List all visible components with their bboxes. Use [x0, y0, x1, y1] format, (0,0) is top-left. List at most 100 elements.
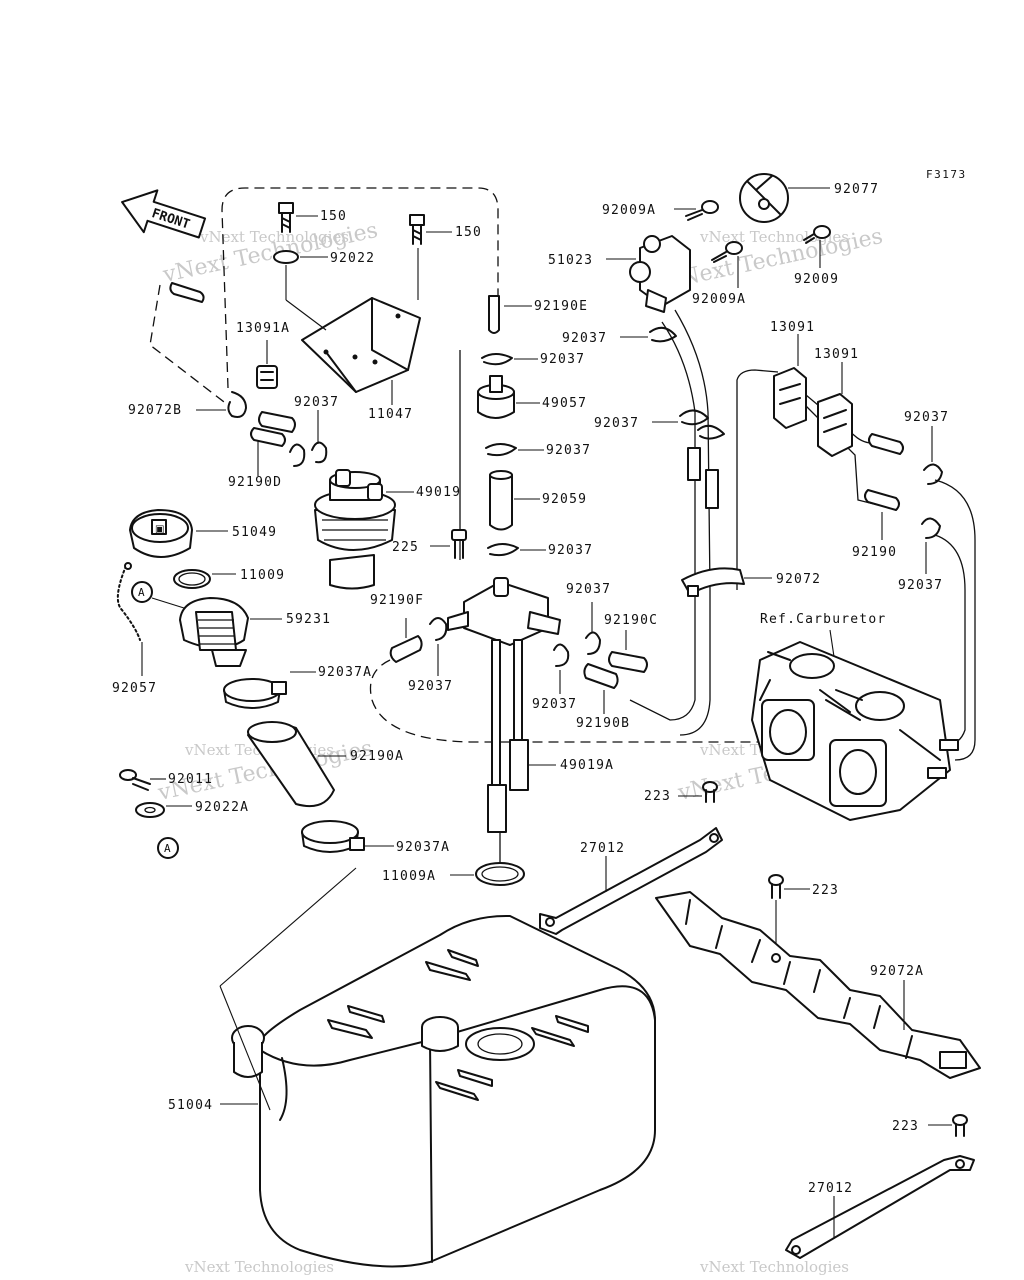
marker-a-label: A — [164, 842, 172, 855]
strap-92072 — [681, 567, 745, 597]
washer-92022A — [135, 802, 165, 818]
label-13091: 13091 — [814, 347, 859, 362]
label-92037A: 92037A — [318, 665, 372, 680]
bolt-150-right: 150 — [409, 214, 481, 245]
watermark: vNext Technologies — [184, 1258, 334, 1276]
hose-92190C — [608, 651, 648, 673]
bolt-92009 — [803, 225, 831, 244]
strap-92072A — [655, 891, 981, 1079]
svg-text:▣: ▣ — [155, 524, 164, 535]
clip-92037 — [311, 441, 328, 464]
label-92059: 92059 — [542, 492, 587, 507]
clip-92037 — [289, 443, 306, 467]
washer-92022 — [273, 250, 299, 264]
label-92072A: 92072A — [870, 964, 924, 979]
screw-223 — [952, 1114, 968, 1137]
label-92009: 92009 — [794, 272, 839, 287]
bracket-27012 — [785, 1155, 975, 1259]
label-92037: 92037 — [294, 395, 339, 410]
label-225: 225 — [392, 540, 419, 555]
label-92077: 92077 — [834, 182, 879, 197]
label-92022: 92022 — [330, 251, 375, 266]
hose-92190B — [583, 663, 619, 689]
label-223: 223 — [644, 789, 671, 804]
marker-a-label: A — [138, 586, 146, 599]
label-92190B: 92190B — [576, 716, 630, 731]
label-92190D: 92190D — [228, 475, 282, 490]
hose-piece — [705, 469, 719, 509]
label-49019: 49019 — [416, 485, 461, 500]
marker-a — [131, 581, 153, 603]
hose-piece — [868, 433, 904, 455]
valve-49057 — [477, 375, 515, 419]
hose-92190E — [488, 295, 500, 334]
label-150: 150 — [320, 209, 347, 224]
label-92190A: 92190A — [350, 749, 404, 764]
clamp-92037A — [301, 820, 365, 853]
clip-92037 — [485, 443, 517, 457]
label-27012: 27012 — [580, 841, 625, 856]
clip-92037 — [481, 353, 513, 366]
filler-neck-59231 — [179, 597, 249, 667]
screw-223 — [768, 874, 784, 899]
label-223: 223 — [892, 1119, 919, 1134]
label-92037: 92037 — [548, 543, 593, 558]
label-92190E: 92190E — [534, 299, 588, 314]
label-27012: 27012 — [808, 1181, 853, 1196]
label-92037: 92037 — [898, 578, 943, 593]
clip-92037 — [429, 617, 448, 641]
clamp-92037A — [223, 678, 287, 709]
screw-92011 — [119, 769, 151, 791]
label-92190F: 92190F — [370, 593, 424, 608]
watermark: vNext Technologies — [699, 1258, 849, 1276]
bracket-27012 — [539, 827, 723, 935]
label-92072B: 92072B — [128, 403, 182, 418]
label-92037: 92037 — [904, 410, 949, 425]
label-13091A: 13091A — [236, 321, 290, 336]
screw-223 — [702, 781, 718, 803]
label-92190C: 92190C — [604, 613, 658, 628]
label-59231: 59231 — [286, 612, 331, 627]
lever-92077 — [739, 173, 789, 223]
fuel-filter-49019 — [314, 469, 396, 590]
clip-92037 — [697, 424, 725, 440]
bolt-92009A-top — [685, 200, 719, 221]
label-11047: 11047 — [368, 407, 413, 422]
label-11009A: 11009A — [382, 869, 436, 884]
hose-92190 — [864, 489, 900, 511]
hose-92059 — [489, 470, 513, 531]
fuel-tank-51004 — [231, 914, 656, 1268]
label-223: 223 — [812, 883, 839, 898]
clamp-13091A — [256, 365, 278, 389]
hose-92190D — [250, 411, 296, 447]
marker-a — [157, 837, 179, 859]
hose-92190F — [389, 635, 423, 663]
label-92037: 92037 — [408, 679, 453, 694]
label-51023: 51023 — [548, 253, 593, 268]
figure-code: F3173 — [926, 168, 967, 181]
label-51004: 51004 — [168, 1098, 213, 1113]
label-92037: 92037 — [546, 443, 591, 458]
label-51049: 51049 — [232, 525, 277, 540]
watermark: vNext Technologies — [199, 228, 349, 246]
clip-92072B — [227, 391, 247, 418]
label-92037A: 92037A — [396, 840, 450, 855]
ref-carburetor-label: Ref.Carburetor — [760, 612, 886, 627]
bolt-92009A-bottom — [711, 241, 743, 263]
label-92009A: 92009A — [602, 203, 656, 218]
label-92037: 92037 — [532, 697, 577, 712]
carburetor-assembly — [751, 641, 959, 821]
label-11009: 11009 — [240, 568, 285, 583]
hose-piece — [687, 447, 701, 481]
o-ring-11009A — [475, 862, 525, 886]
valve-51023 — [629, 235, 691, 313]
dashed-hose-routes — [149, 187, 760, 743]
clip-92037 — [487, 543, 519, 557]
label-92037: 92037 — [562, 331, 607, 346]
label-92037: 92037 — [540, 352, 585, 367]
clip-92037 — [649, 326, 677, 343]
clip-92037 — [923, 463, 943, 485]
label-92190: 92190 — [852, 545, 897, 560]
clamp-13091 — [817, 393, 853, 457]
